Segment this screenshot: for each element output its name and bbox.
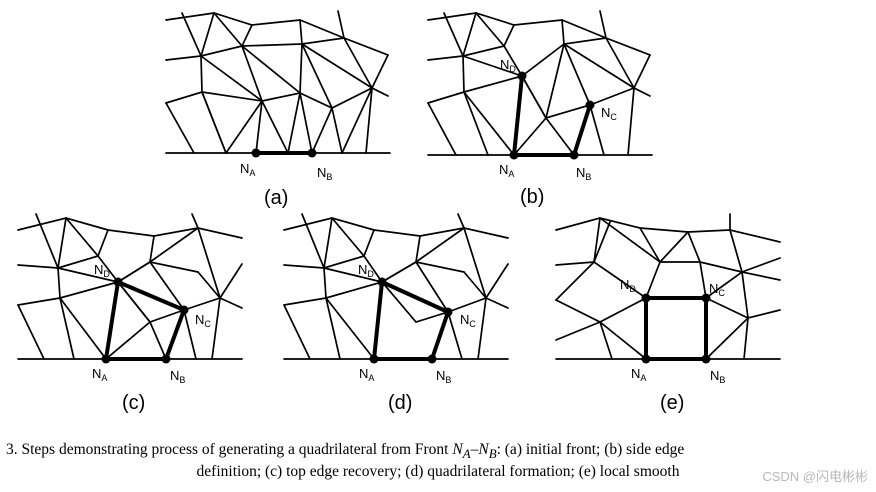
caption-text: : (a) initial front; (b) side edge: [496, 441, 685, 458]
side-edge: [164, 308, 186, 361]
panel-label: (a): [264, 187, 288, 209]
top-edge: [380, 280, 450, 314]
panel-d: NA NB NC ND (d): [283, 213, 509, 414]
label-nd: ND: [94, 262, 110, 279]
caption-line-2: definition; (c) top edge recovery; (d) q…: [196, 463, 680, 480]
label-nc: NC: [601, 105, 617, 122]
node-nc: [443, 307, 453, 317]
label-nc: NC: [709, 281, 725, 298]
panel-b: NA NB NC ND (b): [427, 10, 653, 208]
caption-dash: –: [470, 441, 479, 458]
label-nb: NB: [317, 165, 332, 182]
mesh-lines: [165, 10, 391, 154]
node-nb: [427, 354, 437, 364]
mesh-lines: [17, 213, 243, 360]
node-nd: [113, 277, 123, 287]
side-edge: [512, 74, 524, 157]
node-nd: [377, 277, 387, 287]
mesh-lines: [427, 10, 653, 156]
node-nc: [585, 100, 595, 110]
label-na: NA: [631, 366, 646, 383]
caption-text: 3. Steps demonstrating process of genera…: [6, 441, 453, 458]
node-nb: [307, 148, 317, 158]
label-na: NA: [240, 161, 255, 178]
label-nb: NB: [710, 368, 725, 385]
node-nb: [569, 150, 579, 160]
label-na: NA: [499, 162, 514, 179]
figure-caption: 3. Steps demonstrating process of genera…: [0, 440, 876, 488]
caption-line-1: 3. Steps demonstrating process of genera…: [6, 440, 684, 464]
label-nb: NB: [576, 165, 591, 182]
side-edge: [572, 103, 592, 157]
panel-label: (b): [520, 186, 544, 208]
side-edge: [104, 280, 120, 361]
node-na: [369, 354, 379, 364]
panel-e: NA NB NC ND (e): [555, 213, 781, 414]
node-nb: [701, 354, 711, 364]
panel-label: (d): [388, 392, 412, 414]
node-na: [509, 150, 519, 160]
mesh-lines: [555, 213, 781, 360]
node-nd: [641, 293, 651, 303]
figure: NA NB (a): [17, 10, 781, 414]
caption-front-b: NB: [478, 441, 497, 462]
quadrilateral: [644, 296, 708, 361]
node-na: [101, 354, 111, 364]
side-edge: [430, 310, 450, 361]
panel-label: (c): [122, 392, 145, 414]
node-nc: [701, 293, 711, 303]
node-nd: [517, 71, 527, 81]
panel-label: (e): [660, 392, 684, 414]
label-na: NA: [359, 366, 374, 383]
watermark: CSDN @闪电彬彬: [762, 469, 868, 484]
side-edge: [372, 280, 384, 361]
label-nc: NC: [195, 312, 211, 329]
mesh-lines: [283, 213, 509, 360]
caption-front-a: NA: [452, 441, 471, 462]
panel-a: NA NB (a): [165, 10, 391, 209]
node-nb: [161, 354, 171, 364]
label-nd: ND: [500, 57, 516, 74]
label-nd: ND: [620, 277, 636, 294]
label-nb: NB: [436, 368, 451, 385]
label-nb: NB: [170, 368, 185, 385]
label-nc: NC: [460, 312, 476, 329]
label-nd: ND: [358, 262, 374, 279]
label-na: NA: [92, 366, 107, 383]
node-na: [251, 148, 261, 158]
node-nc: [179, 305, 189, 315]
panel-c: NA NB NC ND (c): [17, 213, 243, 414]
node-na: [641, 354, 651, 364]
top-edge: [116, 280, 186, 312]
